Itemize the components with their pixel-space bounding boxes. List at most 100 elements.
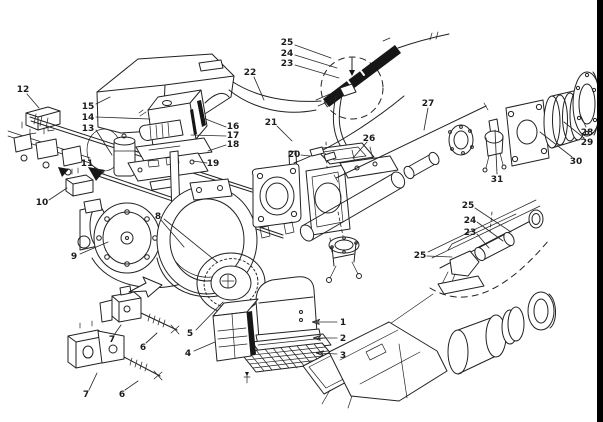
- tube-rings-drawing: [543, 71, 602, 149]
- part-label-27: 27: [422, 99, 435, 109]
- part-label-12: 12: [17, 85, 30, 95]
- leader-line-part-23: [476, 233, 490, 249]
- leader-line-part-24: [476, 221, 504, 242]
- part-label-20: 20: [288, 150, 301, 160]
- part-label-8: 8: [155, 212, 161, 222]
- part-label-6: 6: [140, 343, 146, 353]
- cables-drawing: [228, 81, 405, 164]
- part-label-17: 17: [227, 131, 240, 141]
- leader-line-part-18: [207, 144, 227, 152]
- part-label-16: 16: [227, 122, 240, 132]
- leader-line-part-23: [294, 64, 340, 79]
- direction-arrow-drawing: [128, 276, 163, 298]
- leader-line-part-11: [92, 165, 105, 174]
- leader-line-part-7: [113, 324, 122, 336]
- coil-unit-drawing: [139, 119, 184, 141]
- leader-line-part-9: [79, 241, 109, 255]
- air-damper-box-drawing: [212, 298, 259, 362]
- part-label-7: 7: [109, 335, 115, 345]
- leader-line-part-8: [163, 218, 218, 263]
- part-label-31: 31: [491, 175, 504, 185]
- leader-line-part-3: [317, 353, 338, 354]
- part-label-3: 3: [340, 351, 346, 361]
- part-label-28: 28: [581, 128, 594, 138]
- leader-line-part-17: [190, 134, 227, 137]
- terminal-strip-drawing: [7, 121, 91, 176]
- leader-line-part-31: [494, 129, 498, 175]
- part-label-13: 13: [82, 124, 95, 134]
- part-label-23: 23: [281, 59, 294, 69]
- nozzle-assembly-detail-drawing: [337, 199, 550, 361]
- leader-line-part-29: [563, 121, 585, 139]
- part-label-14: 14: [82, 113, 95, 123]
- leader-line-part-28: [579, 113, 587, 128]
- leader-line-part-21: [276, 125, 293, 142]
- leader-line-part-5: [195, 301, 224, 331]
- leader-line-part-14: [95, 116, 151, 120]
- leader-line-part-6: [124, 380, 139, 391]
- part-label-5: 5: [187, 329, 193, 339]
- part-label-2: 2: [340, 334, 346, 344]
- relay-box-drawing: [25, 106, 61, 135]
- connector-block-drawing: [58, 167, 94, 197]
- leader-line-part-25: [474, 207, 512, 233]
- leader-line-part-25: [294, 44, 332, 59]
- part-label-25: 25: [462, 201, 475, 211]
- leader-line-part-25: [426, 255, 453, 258]
- scan-right-border: [597, 0, 603, 422]
- fan-wheel-drawing: [196, 252, 266, 314]
- nozzle-tube-drawing: [299, 102, 489, 242]
- pump-b-drawing: [67, 320, 163, 381]
- leader-line-part-7: [88, 372, 98, 391]
- part-label-11: 11: [81, 159, 94, 169]
- part-label-18: 18: [227, 140, 240, 150]
- part-label-10: 10: [36, 198, 49, 208]
- motor-drawing: [77, 198, 182, 289]
- mount-flange-square-drawing: [505, 99, 550, 167]
- leader-line-part-13: [95, 129, 113, 156]
- union-disc-drawing: [448, 124, 474, 156]
- part-label-6: 6: [119, 390, 125, 400]
- leader-line-part-24: [294, 54, 338, 69]
- part-label-4: 4: [185, 349, 191, 359]
- leader-line-part-10: [48, 187, 68, 201]
- leader-line-part-6: [145, 332, 158, 344]
- elbow-union-drawing: [315, 94, 375, 165]
- part-label-19: 19: [207, 159, 220, 169]
- solenoid-valve-drawing: [326, 211, 362, 283]
- leader-line-part-16: [202, 117, 227, 128]
- part-label-24: 24: [464, 216, 477, 226]
- part-label-30: 30: [570, 157, 583, 167]
- leader-line-part-15: [95, 96, 111, 105]
- inner-assembly-drawing: [482, 118, 507, 173]
- pump-a-drawing: [99, 285, 180, 335]
- part-label-15: 15: [82, 102, 95, 112]
- leader-line-part-19: [192, 160, 208, 164]
- leader-line-part-26: [352, 141, 368, 159]
- leader-line-part-27: [423, 107, 429, 131]
- base-plate-drawing: [135, 137, 213, 162]
- part-label-25: 25: [414, 251, 427, 261]
- electrode-detail-circle-drawing: [315, 31, 450, 120]
- leader-line-part-12: [26, 93, 40, 109]
- leader-line-part-30: [539, 131, 573, 158]
- part-label-21: 21: [265, 118, 278, 128]
- leader-line-part-4: [193, 341, 216, 352]
- part-label-9: 9: [71, 252, 77, 262]
- part-label-26: 26: [363, 134, 376, 144]
- air-hood-drawing: [255, 276, 322, 346]
- part-label-29: 29: [581, 138, 594, 148]
- part-label-22: 22: [244, 68, 257, 78]
- leader-line-part-22: [253, 76, 265, 101]
- part-label-23: 23: [464, 228, 477, 238]
- leader-line-part-8: [160, 219, 185, 248]
- part-label-25: 25: [281, 38, 294, 48]
- part-label-1: 1: [340, 318, 346, 328]
- part-label-7: 7: [83, 390, 89, 400]
- flange-plate-drawing: [251, 163, 302, 239]
- blast-tube-drawing: [302, 291, 556, 409]
- part-label-24: 24: [281, 49, 294, 59]
